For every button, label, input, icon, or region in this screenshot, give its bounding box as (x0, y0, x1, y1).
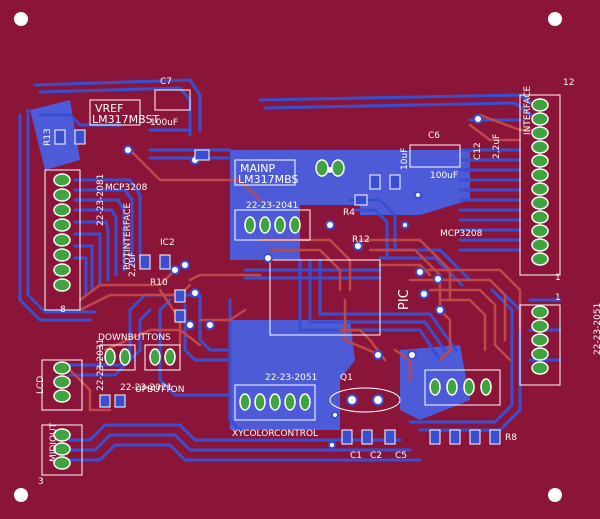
label-r4: R4 (343, 208, 355, 218)
label-crystal: Q1 (340, 373, 353, 383)
label-mcp-right: MCP3208 (440, 229, 483, 239)
vref-reg-outline (89, 99, 141, 126)
downbuttons-outline (99, 344, 136, 371)
label-r12: R12 (352, 235, 370, 245)
crystal-outline (329, 387, 401, 413)
resistor-array-outline (424, 369, 501, 406)
label-r10: R10 (150, 278, 168, 288)
label-pin1b: 1 (555, 293, 561, 303)
silkscreen-labels: VREF LM317MBST C7 100uF R13 MAINP LM317M… (36, 77, 600, 487)
label-main-reg: LM317MBS (238, 173, 298, 186)
label-c1: C1 (350, 451, 362, 461)
silkscreen-outlines (41, 89, 561, 476)
label-vref: VREF (95, 102, 123, 115)
label-header-2051-right: 22-23-2051 (593, 303, 600, 355)
label-mcp-left: MCP3208 (105, 183, 148, 193)
vias (123, 114, 483, 449)
label-header-2051-center: 22-23-2051 (265, 373, 317, 383)
label-upbutton: UPBUTTON (135, 385, 184, 395)
mounting-hole-top-right (548, 12, 562, 26)
upbutton-outline (144, 344, 181, 371)
interface-header-outline (519, 94, 561, 276)
label-interface: INTERFACE (523, 86, 533, 135)
label-c5: C5 (395, 451, 407, 461)
label-potinterface: POTINTERFACE (123, 203, 133, 270)
label-r13: R13 (43, 128, 53, 146)
label-c10-val: 10uF (400, 148, 410, 170)
label-midiout: MIDIOUT (49, 422, 59, 462)
label-c7: C7 (160, 77, 172, 87)
label-xycolorcontrol: XYCOLORCONTROL (232, 429, 318, 439)
mounting-hole-top-left (14, 12, 28, 26)
label-c7-val: 100uF (150, 118, 178, 128)
lcd-header-outline (41, 359, 83, 411)
pic-outline (269, 259, 381, 336)
label-pin1: 1 (555, 273, 561, 283)
label-pin8: 8 (60, 305, 66, 315)
label-c12: C12 (473, 142, 483, 160)
xycolorcontrol-outline (234, 384, 316, 421)
main-reg-outline (234, 159, 296, 186)
label-header-2041: 22-23-2041 (246, 201, 298, 211)
potinterface-header-outline (44, 169, 81, 311)
c6-outline (409, 144, 461, 168)
mounting-hole-bottom-right (548, 488, 562, 502)
label-c6-val: 100uF (430, 171, 458, 181)
smd-pads (54, 129, 501, 445)
label-pin3: 3 (38, 477, 44, 487)
label-c-22uf: 2,2uF (128, 252, 138, 277)
label-ic2: IC2 (160, 238, 175, 248)
label-c6: C6 (428, 131, 440, 141)
label-c2: C2 (370, 451, 382, 461)
copper-fill-right (360, 150, 470, 215)
label-header-2081: 22-23-2081 (96, 174, 106, 226)
label-vref-reg: LM317MBST (92, 113, 159, 126)
midiout-header-outline (41, 424, 83, 476)
bottom-traces (18, 78, 562, 462)
component-pads (53, 98, 549, 470)
crystal-pads (346, 394, 384, 406)
label-r8: R8 (505, 433, 517, 443)
label-downbuttons: DOWNBUTTONS (98, 333, 171, 343)
label-lcd: LCD (36, 376, 46, 394)
label-header-2031: 22-23-2031 (96, 339, 106, 391)
mounting-hole-bottom-left (14, 488, 28, 502)
label-pin12: 12 (563, 78, 574, 88)
label-mainp: MAINP (240, 162, 275, 175)
label-pic: PIC (397, 289, 412, 310)
c7-outline (154, 89, 191, 111)
header-2041-outline (234, 209, 311, 241)
label-c12-val: 2,2uF (492, 134, 502, 159)
rgb-header-outline (519, 304, 561, 386)
label-header-2021: 22-23-2021 (120, 383, 172, 393)
